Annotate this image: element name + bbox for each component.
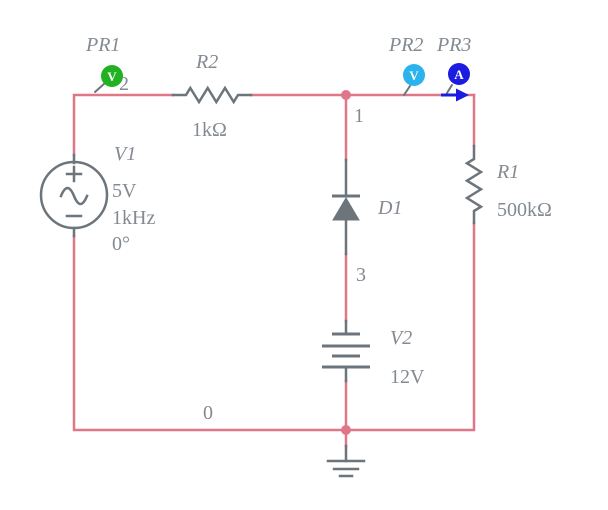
ground-symbol[interactable] xyxy=(326,444,366,478)
label-V1-frequency: 1kHz xyxy=(112,207,155,229)
current-direction-arrowhead-icon xyxy=(456,88,469,102)
probe-PR3-letter: A xyxy=(454,67,464,82)
resistor-R2[interactable]: R2 1kΩ xyxy=(171,51,253,141)
probe-PR1-pin xyxy=(94,82,106,93)
label-PR2: PR2 xyxy=(388,34,423,56)
probe-PR3[interactable]: PR3 A xyxy=(436,34,471,102)
diode-D1-triangle xyxy=(332,197,360,221)
label-R2-ref: R2 xyxy=(195,51,218,73)
probe-PR2-letter: V xyxy=(409,68,419,83)
ac-source-V1-body xyxy=(39,160,109,230)
label-R1-value: 500kΩ xyxy=(497,199,552,221)
net-label-0: 0 xyxy=(203,402,213,424)
resistor-R2-zigzag xyxy=(171,85,253,105)
sine-wave-icon xyxy=(59,186,89,206)
ac-source-V1[interactable]: V1 5V 1kHz 0° xyxy=(39,143,155,255)
label-R2-value: 1kΩ xyxy=(192,119,227,141)
probe-PR3-pin xyxy=(446,84,453,94)
junction-dot-node0[interactable] xyxy=(341,425,351,435)
wire-right-bottom[interactable] xyxy=(344,221,476,432)
label-PR1: PR1 xyxy=(85,34,120,56)
probe-PR1[interactable]: PR1 V xyxy=(85,34,123,93)
wire-top-left[interactable] xyxy=(72,93,175,157)
resistor-R1[interactable]: R1 500kΩ xyxy=(464,144,552,225)
voltage-probe-icon xyxy=(101,65,123,87)
label-V1-phase: 0° xyxy=(112,233,130,255)
battery-V2[interactable]: V2 12V xyxy=(322,319,425,388)
resistor-R1-zigzag xyxy=(464,144,484,225)
net-label-2: 2 xyxy=(119,73,129,95)
probe-PR2[interactable]: PR2 V xyxy=(388,34,425,96)
label-D1-ref: D1 xyxy=(377,197,402,219)
label-V2-value: 12V xyxy=(390,366,425,388)
probe-PR2-pin xyxy=(403,85,411,96)
wire-left-bottom[interactable] xyxy=(72,234,348,432)
label-V1-voltage: 5V xyxy=(112,180,137,202)
current-probe-icon xyxy=(448,63,470,85)
diode-D1[interactable]: D1 xyxy=(332,158,402,256)
label-V2-ref: V2 xyxy=(390,327,412,349)
voltage-probe-icon xyxy=(403,64,425,86)
junction-dot-node1[interactable] xyxy=(341,90,351,100)
label-R1-ref: R1 xyxy=(496,161,519,183)
net-label-3: 3 xyxy=(356,264,366,286)
label-V1-ref: V1 xyxy=(114,143,136,165)
label-PR3: PR3 xyxy=(436,34,471,56)
probe-PR1-letter: V xyxy=(107,69,117,84)
net-label-1: 1 xyxy=(354,105,364,127)
